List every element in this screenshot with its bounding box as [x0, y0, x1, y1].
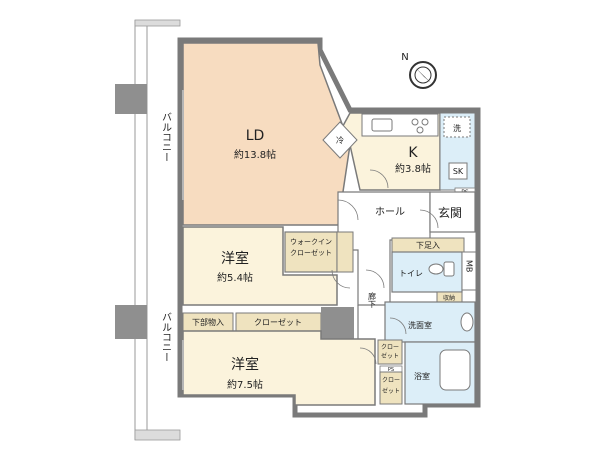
sink-icon: [371, 118, 393, 132]
sk-label: SK: [453, 167, 464, 176]
western-room-1: [182, 226, 338, 306]
closet-1-label-a: クロー: [382, 377, 400, 384]
entrance-label: 玄関: [438, 205, 462, 220]
closet-3-label-b: ゼット: [381, 352, 399, 360]
western-1-area: 約5.4帖: [217, 271, 253, 284]
compass-north-label: N: [401, 52, 408, 63]
kitchen-name: K: [408, 145, 418, 161]
hall-label: ホール: [375, 206, 405, 218]
ps-label-2: PS: [388, 367, 394, 373]
column: [115, 305, 147, 339]
walk-in-closet: [284, 231, 338, 273]
balcony-label-2: バルコニー: [160, 312, 172, 362]
closet-1-label-b: ゼット: [382, 387, 400, 395]
balcony: バルコニー バルコニー: [115, 19, 181, 441]
closet-3: [377, 339, 403, 365]
fridge-label: 冷: [336, 135, 344, 145]
washroom-label: 洗面室: [408, 320, 432, 330]
column: [321, 307, 354, 339]
ld-area: 約13.8帖: [234, 148, 276, 161]
kitchen-area: 約3.8帖: [395, 162, 431, 175]
fridge-space: [322, 121, 358, 159]
western-2-area: 約7.5帖: [227, 378, 263, 391]
western-1-name: 洋室: [221, 250, 249, 267]
column: [115, 84, 147, 114]
balcony-label-1: バルコニー: [160, 112, 172, 162]
corridor-label: 廊下: [368, 291, 377, 309]
western-2-name: 洋室: [231, 356, 259, 373]
washer-space: [443, 116, 471, 138]
bathroom-label: 浴室: [414, 371, 430, 381]
closet-1: [379, 371, 403, 405]
mb-label: MB: [465, 260, 474, 272]
slop-sink: [448, 162, 468, 180]
lower-storage-label: 下部物入: [192, 317, 224, 327]
western-room-2: [182, 330, 376, 406]
shoe-closet-label: 下足入: [416, 241, 440, 250]
meter-box: [461, 251, 477, 291]
storage-label: 収納: [443, 294, 455, 302]
washer-label: 洗: [453, 123, 461, 133]
closet-small: [336, 231, 354, 273]
bathtub-icon: [439, 349, 471, 391]
washbasin-icon: [460, 312, 474, 332]
toilet-label: トイレ: [399, 269, 423, 278]
compass: N: [401, 52, 437, 89]
closet-3-label-a: クロー: [381, 344, 399, 351]
ld-name: LD: [246, 128, 265, 144]
walk-in-closet-label-2: クローゼット: [290, 248, 332, 257]
toilet-icon: [443, 261, 455, 277]
walk-in-closet-label-1: ウォークイン: [290, 238, 332, 246]
closet-2-label: クローゼット: [254, 317, 302, 327]
